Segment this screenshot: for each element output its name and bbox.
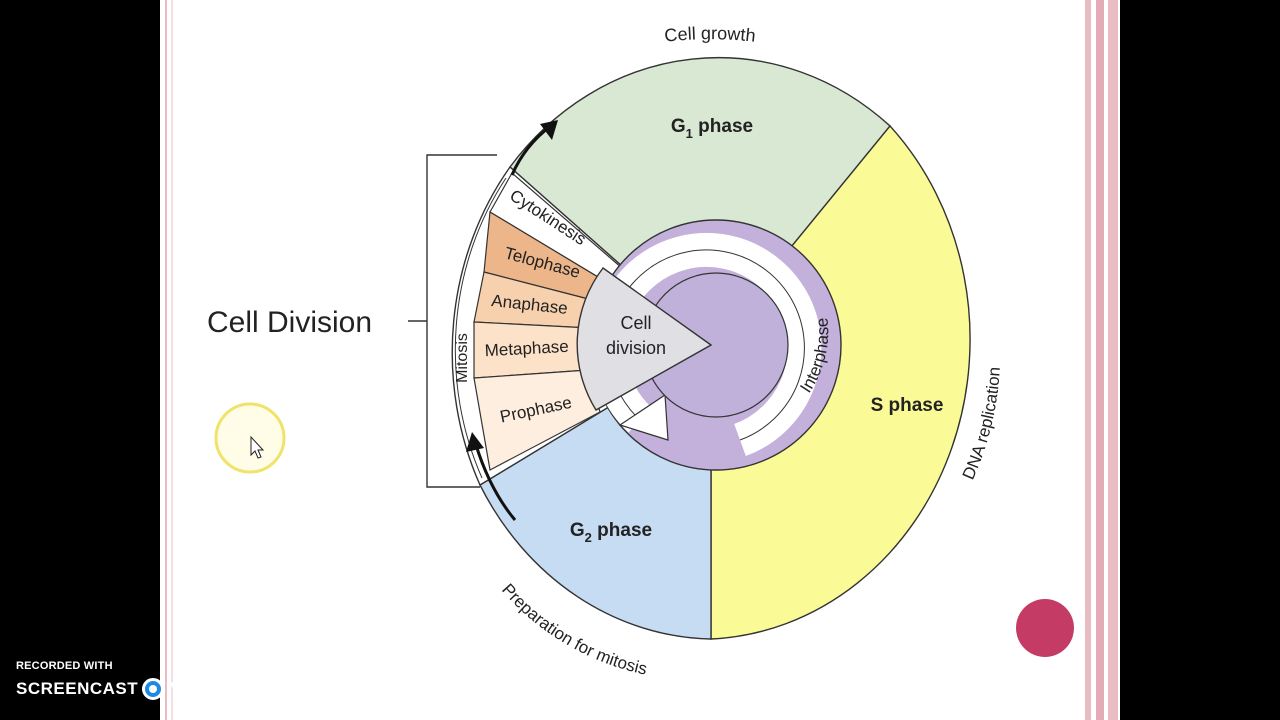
cell-division-wedge [576,267,713,411]
mitosis-label: Mitosis [454,333,471,383]
right-border-stripe-2 [1096,0,1104,720]
g1-phase-label: G1 phase [671,116,753,141]
brand-left-text: SCREENCAST [16,679,139,698]
screencast-logo-icon [142,678,165,700]
slide: Cell Division Cell growth G1 phase S pha… [160,0,1120,720]
bottom-arrow-shaft [474,444,517,521]
top-arrow-icon [540,120,558,140]
screencast-brand: SCREENCAST MATIC [16,678,223,700]
g2-phase-label: G2 phase [570,520,652,545]
cell-division-title: Cell Division [207,306,372,339]
division-label: division [606,338,666,358]
mouse-cursor-icon [250,435,265,459]
interphase-arrowhead-icon [618,393,669,441]
record-indicator-icon[interactable] [1016,599,1074,657]
metaphase-label: Metaphase [484,337,569,360]
s-phase-sector [710,124,971,640]
screencast-watermark: RECORDED WITH SCREENCAST MATIC [16,660,223,700]
recorded-with-text: RECORDED WITH [16,660,113,672]
cell-cycle-diagram: Cell Division Cell growth G1 phase S pha… [165,0,1120,720]
right-border-stripe-1 [1085,0,1091,720]
brand-right-text: MATIC [168,679,224,698]
s-phase-label: S phase [871,395,944,416]
right-border-stripe-3 [1108,0,1118,720]
cell-label: Cell [620,313,651,333]
cell-growth-label: Cell growth [663,23,756,46]
cursor-highlight [214,402,286,474]
mitosis-arc-strip [454,177,507,479]
bottom-arrow-icon [466,432,484,452]
